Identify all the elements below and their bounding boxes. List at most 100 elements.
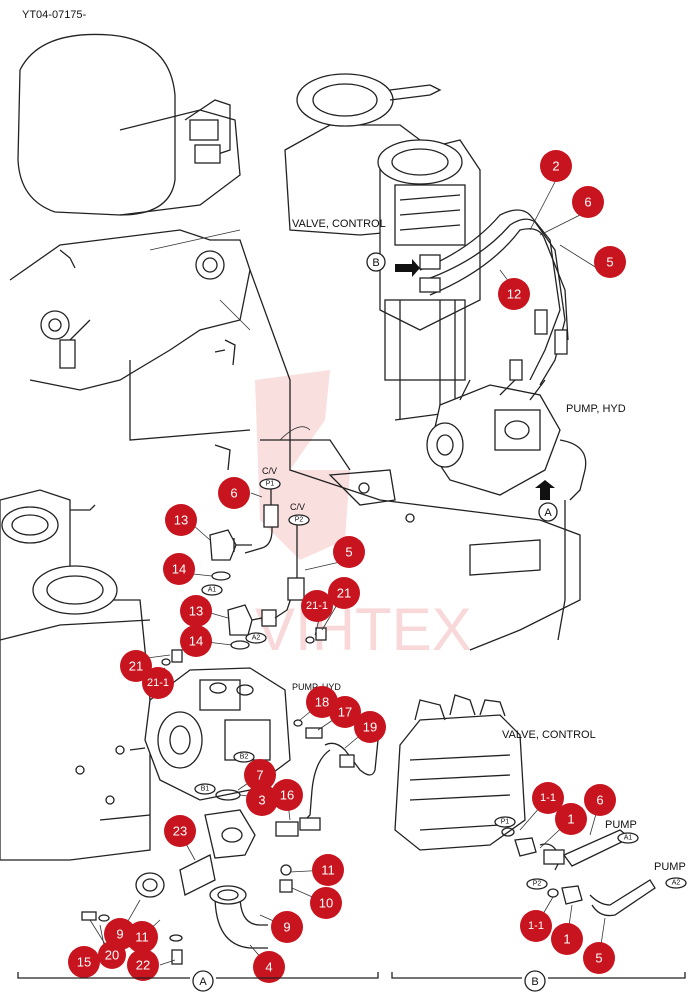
hydraulic-pump-top-drawing bbox=[426, 374, 561, 496]
callout-number: 19 bbox=[363, 720, 377, 735]
callout-7: 7 bbox=[244, 759, 276, 791]
document-id: YT04-07175- bbox=[22, 9, 87, 21]
label-valve-control-detail: VALVE, CONTROL bbox=[502, 729, 596, 741]
callout-number: 14 bbox=[172, 562, 186, 577]
machine-frame-drawing bbox=[9, 33, 581, 651]
callout-number: 13 bbox=[174, 513, 188, 528]
label-cv-p1: C/V bbox=[262, 466, 277, 476]
callout-6-top: 6 bbox=[572, 186, 604, 218]
port-tag-p1-right: P1 bbox=[501, 819, 510, 826]
callout-11-right: 11 bbox=[312, 854, 344, 886]
label-valve-control-main: VALVE, CONTROL bbox=[292, 218, 386, 230]
callout-number: 18 bbox=[315, 695, 329, 710]
callout-number: 5 bbox=[606, 255, 613, 270]
view-marker-b-top: B bbox=[372, 257, 379, 269]
fittings-left-drawing bbox=[81, 488, 379, 965]
callout-number: 11 bbox=[321, 863, 335, 878]
callout-number: 5 bbox=[345, 545, 352, 560]
callout-15: 15 bbox=[68, 946, 100, 978]
callout-17: 17 bbox=[329, 696, 361, 728]
callout-23: 23 bbox=[164, 815, 196, 847]
callout-number: 6 bbox=[230, 486, 237, 501]
label-cv-p2: C/V bbox=[290, 502, 305, 512]
callout-number: 9 bbox=[283, 920, 290, 935]
lower-tank-drawing bbox=[0, 489, 151, 861]
callout-number: 17 bbox=[338, 705, 352, 720]
callout-5-mid: 5 bbox=[333, 536, 365, 568]
callout-number: 21 bbox=[337, 586, 351, 601]
callout-number: 6 bbox=[584, 195, 591, 210]
callout-number: 1 bbox=[567, 812, 574, 827]
view-label-a: A bbox=[199, 976, 207, 988]
callout-number: 14 bbox=[189, 634, 203, 649]
control-valve-tower-drawing bbox=[284, 73, 481, 421]
callout-number: 4 bbox=[265, 960, 272, 975]
callout-10: 10 bbox=[310, 887, 342, 919]
callout-20: 20 bbox=[98, 941, 126, 969]
callout-21-1-left: 21-1 bbox=[142, 667, 174, 699]
callout-number: 21-1 bbox=[306, 600, 328, 612]
callout-1-1-bottom: 1-1 bbox=[520, 910, 552, 942]
callout-number: 21 bbox=[129, 659, 143, 674]
callout-number: 21-1 bbox=[147, 677, 169, 689]
port-tag-p2-top: P2 bbox=[295, 517, 304, 524]
port-tag-a2-right: A2 bbox=[672, 880, 681, 887]
port-tag-a1-right: A1 bbox=[624, 835, 633, 842]
callout-number: 1-1 bbox=[540, 792, 556, 804]
callout-markers: 2 6 5 12 6 13 5 14 21 21-1 13 14 21 21-1… bbox=[68, 150, 626, 983]
view-section-footer: A B bbox=[17, 970, 686, 992]
callout-21-1-right: 21-1 bbox=[301, 590, 333, 622]
callout-9-right: 9 bbox=[271, 911, 303, 943]
label-pump-hyd-main: PUMP, HYD bbox=[566, 403, 626, 415]
callout-6-right: 6 bbox=[584, 784, 616, 816]
detail-b-valve-drawing bbox=[394, 694, 656, 917]
callout-13-top: 13 bbox=[165, 504, 197, 536]
callout-19: 19 bbox=[354, 711, 386, 743]
callout-21-right: 21 bbox=[328, 577, 360, 609]
callout-5-top: 5 bbox=[594, 246, 626, 278]
callout-number: 1-1 bbox=[528, 920, 544, 932]
callout-1-1-top: 1-1 bbox=[532, 782, 564, 814]
label-pump-a1: PUMP bbox=[605, 819, 637, 831]
callout-16: 16 bbox=[271, 779, 303, 811]
callout-1-top: 1 bbox=[555, 803, 587, 835]
callout-1-bottom: 1 bbox=[551, 923, 583, 955]
callout-number: 1 bbox=[563, 932, 570, 947]
callout-number: 22 bbox=[136, 958, 150, 973]
callout-21-left: 21 bbox=[120, 650, 152, 682]
callout-14-mid: 14 bbox=[180, 625, 212, 657]
port-tag-p2-right: P2 bbox=[533, 881, 542, 888]
callout-number: 20 bbox=[105, 948, 119, 963]
callout-3: 3 bbox=[246, 784, 278, 816]
port-tags: P1 P2 A1 A2 B2 B1 P1 A1 P2 A2 bbox=[194, 478, 687, 890]
port-tag-b2: B2 bbox=[240, 754, 249, 761]
callout-22: 22 bbox=[127, 949, 159, 981]
callout-5-right: 5 bbox=[583, 942, 615, 974]
callout-2: 2 bbox=[540, 150, 572, 182]
callout-number: 12 bbox=[507, 287, 521, 302]
port-tag-p1-top: P1 bbox=[266, 481, 275, 488]
callout-number: 9 bbox=[116, 927, 123, 942]
port-tag-a2-left: A2 bbox=[252, 635, 261, 642]
callout-number: 6 bbox=[596, 793, 603, 808]
view-marker-b-arrow: B bbox=[366, 252, 420, 277]
callout-11-left: 11 bbox=[126, 921, 158, 953]
label-pump-a2: PUMP bbox=[654, 861, 686, 873]
callout-number: 15 bbox=[77, 955, 91, 970]
callout-number: 2 bbox=[552, 159, 559, 174]
port-tag-b1: B1 bbox=[201, 786, 210, 793]
callout-number: 7 bbox=[256, 768, 263, 783]
callout-6-mid: 6 bbox=[218, 477, 250, 509]
callout-13-mid: 13 bbox=[180, 595, 212, 627]
view-marker-a-arrow: A bbox=[535, 480, 558, 522]
callout-14-top: 14 bbox=[163, 553, 195, 585]
callout-number: 3 bbox=[258, 793, 265, 808]
callout-number: 13 bbox=[189, 604, 203, 619]
callout-4: 4 bbox=[253, 951, 285, 983]
callout-number: 5 bbox=[595, 951, 602, 966]
watermark: VIHTEX bbox=[255, 370, 472, 663]
view-marker-a-top: A bbox=[544, 507, 552, 519]
port-tag-a1-left: A1 bbox=[208, 587, 217, 594]
callout-number: 10 bbox=[319, 896, 333, 911]
